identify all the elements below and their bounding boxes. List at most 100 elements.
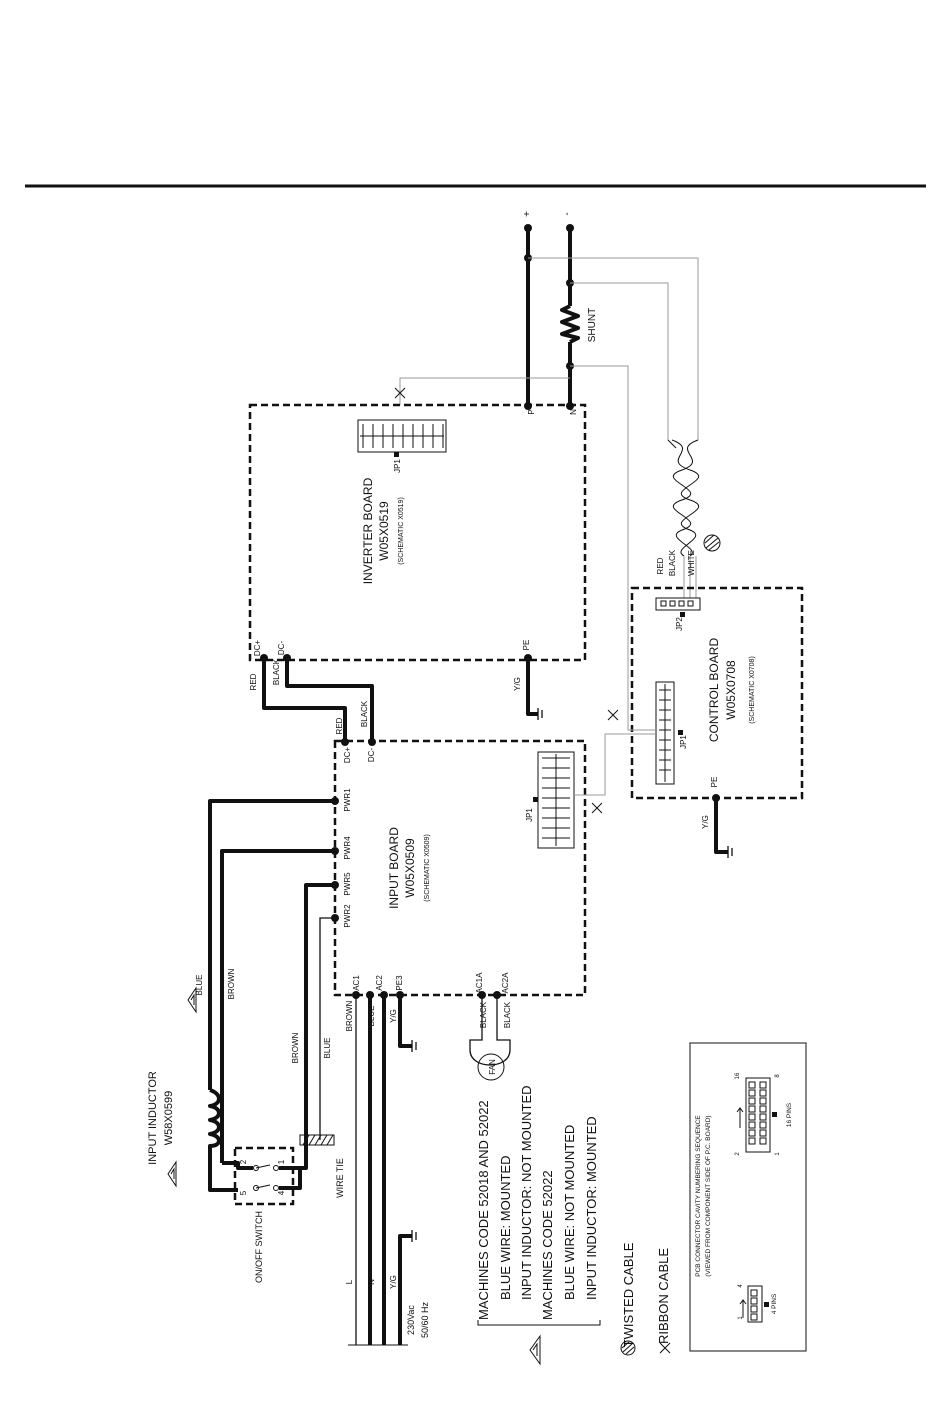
dc-black-label-bottom: BLACK xyxy=(360,700,369,727)
legend: TWISTED CABLE RIBBON CABLE xyxy=(620,1242,671,1356)
control-jp2-red: RED xyxy=(656,557,665,574)
input-pin-ac2: AC2 xyxy=(375,975,384,991)
inductor-title: INPUT INDUCTOR xyxy=(147,1071,159,1165)
mains-n-label: N xyxy=(367,1279,376,1285)
blue-wire-label-upper: BLUE xyxy=(195,975,204,996)
shunt-label: SHUNT xyxy=(587,308,598,342)
inverter-pin-pe: PE xyxy=(522,640,531,651)
inverter-board-schematic: (SCHEMATIC X0519) xyxy=(398,497,405,565)
input-pin-pe3: PE3 xyxy=(395,975,404,991)
fan-ac1a-black: BLACK xyxy=(479,1001,488,1028)
input-wiring: 2 1 5 4 ON/OFF SWITCH WIRE TIE INPUT IND… xyxy=(147,799,345,1283)
input-pin-pwr1: PWR1 xyxy=(343,788,352,812)
ac2-blue-label: BLUE xyxy=(367,1006,376,1027)
input-pin-pwr4: PWR4 xyxy=(343,836,352,860)
pcb-16pin-n1: 1 xyxy=(775,1152,781,1156)
fan-label: FAN xyxy=(488,1059,497,1075)
pcb-4pin-n4: 4 xyxy=(738,1284,744,1288)
note-line-4: MACHINES CODE 52022 xyxy=(540,1170,555,1320)
input-board-schematic: (SCHEMATIC X0509) xyxy=(424,834,431,902)
note-line-1: MACHINES CODE 52018 AND 52022 xyxy=(476,1100,491,1320)
mains-yg-label: Y/G xyxy=(389,1275,398,1289)
switch-pin-4: 4 xyxy=(277,1190,286,1195)
inductor-coil xyxy=(208,1088,238,1192)
shunt-resistor xyxy=(560,304,580,344)
switch-pin-1: 1 xyxy=(277,1159,286,1164)
legend-twisted-cable: TWISTED CABLE xyxy=(621,1242,636,1347)
brown-wire-label-upper: BROWN xyxy=(227,968,236,999)
input-pin-ac2a: AC2A xyxy=(501,972,510,994)
ribbon-cables xyxy=(574,590,656,814)
pcb-4pin-n1: 1 xyxy=(738,1316,744,1320)
inverter-pin-dc-plus: DC+ xyxy=(253,640,262,657)
machine-notes: MACHINES CODE 52018 AND 52022 BLUE WIRE:… xyxy=(476,1085,601,1366)
blue-wire-label-lower: BLUE xyxy=(323,1038,332,1059)
pcb-4pin-label: 4 PINS xyxy=(771,1293,778,1314)
dc-red-label-top: RED xyxy=(249,673,258,690)
fan: FAN BLACK BLACK xyxy=(469,995,512,1081)
control-board-title: CONTROL BOARD xyxy=(707,638,721,743)
dc-black-label-top: BLACK xyxy=(272,658,281,685)
control-jp1-label: JP1 xyxy=(679,735,688,749)
pcb-16pin-n2: 2 xyxy=(735,1152,741,1156)
control-jp2-white: WHITE xyxy=(687,550,696,576)
input-board: INPUT BOARD W05X0509 (SCHEMATIC X0509) J… xyxy=(331,738,587,999)
control-pin-pe: PE xyxy=(710,777,719,788)
control-pe-yg: Y/G xyxy=(701,815,710,829)
ac1-brown-label: BROWN xyxy=(345,1000,354,1031)
input-pin-pwr5: PWR5 xyxy=(343,872,352,896)
supply-frequency: 50/60 Hz xyxy=(420,1301,430,1338)
pe3-yg-label: Y/G xyxy=(389,1009,398,1023)
mains-input: BROWN BLUE Y/G L N Y/G 230Vac 50/60 Hz xyxy=(345,995,430,1346)
output-terminals: + - SHUNT xyxy=(522,211,598,410)
inverter-board: INVERTER BOARD W05X0519 (SCHEMATIC X0519… xyxy=(248,403,587,662)
dc-red-label-bottom: RED xyxy=(335,717,344,734)
note-line-3: INPUT INDUCTOR: NOT MOUNTED xyxy=(519,1085,534,1300)
pcb-16pin-label: 16 PINS xyxy=(786,1102,793,1127)
switch-pin-5: 5 xyxy=(239,1190,248,1195)
input-pin-dc-plus: DC+ xyxy=(343,747,352,764)
pcb-numbering-box: PCB CONNECTOR CAVITY NUMBERING SEQUENCE … xyxy=(689,1042,807,1352)
inverter-pe-yg: Y/G xyxy=(513,677,522,691)
inverter-board-code: W05X0519 xyxy=(377,501,391,561)
input-pin-dc-minus: DC- xyxy=(367,748,376,763)
inverter-board-title: INVERTER BOARD xyxy=(361,477,375,584)
pcb-16pin-n8: 8 xyxy=(775,1074,781,1078)
legend-ribbon-cable: RIBBON CABLE xyxy=(656,1248,671,1344)
dc-link-wires: RED BLACK RED BLACK xyxy=(249,658,374,742)
input-board-title: INPUT BOARD xyxy=(387,827,401,909)
switch-pin-2: 2 xyxy=(239,1159,248,1164)
inverter-pin-p: P xyxy=(527,409,536,414)
inverter-jp1-label: JP1 xyxy=(393,459,402,473)
supply-voltage: 230Vac xyxy=(406,1305,416,1335)
switch-label: ON/OFF SWITCH xyxy=(254,1211,264,1283)
note-line-2: BLUE WIRE: MOUNTED xyxy=(498,1156,513,1300)
control-board-schematic: (SCHEMATIC X0708) xyxy=(749,656,756,724)
inverter-pin-n: N xyxy=(569,409,578,415)
terminal-plus-label: + xyxy=(522,211,533,217)
wire-tie-label: WIRE TIE xyxy=(335,1158,345,1198)
pcb-info-line-2: (VIEWED FROM COMPONENT SIDE OF P.C. BOAR… xyxy=(705,1115,712,1276)
note-line-5: BLUE WIRE: NOT MOUNTED xyxy=(562,1125,577,1300)
pcb-info-line-1: PCB CONNECTOR CAVITY NUMBERING SEQUENCE xyxy=(695,1115,702,1277)
control-earth: Y/G xyxy=(701,798,733,858)
inverter-pin-dc-minus: DC- xyxy=(277,641,286,656)
input-pin-ac1: AC1 xyxy=(352,975,361,991)
mains-l-label: L xyxy=(345,1279,354,1284)
control-jp2-black: BLACK xyxy=(668,549,677,576)
pcb-16pin-n16: 16 xyxy=(735,1072,741,1079)
brown-wire-label-lower: BROWN xyxy=(291,1032,300,1063)
input-jp1-label: JP1 xyxy=(525,808,534,822)
control-board: CONTROL BOARD W05X0708 (SCHEMATIC X0708)… xyxy=(630,549,804,802)
inverter-earth: Y/G xyxy=(513,658,543,720)
input-board-code: W05X0509 xyxy=(403,838,417,898)
inductor-code: W58X0599 xyxy=(163,1091,175,1145)
fan-ac2a-black: BLACK xyxy=(503,1001,512,1028)
control-board-code: W05X0708 xyxy=(724,660,738,720)
input-pin-ac1a: AC1A xyxy=(475,972,484,994)
input-pin-pwr2: PWR2 xyxy=(343,904,352,928)
terminal-minus-label: - xyxy=(562,212,573,215)
control-jp2-label: JP2 xyxy=(675,617,684,631)
sense-wires xyxy=(399,257,721,598)
note-line-6: INPUT INDUCTOR: MOUNTED xyxy=(584,1116,599,1300)
